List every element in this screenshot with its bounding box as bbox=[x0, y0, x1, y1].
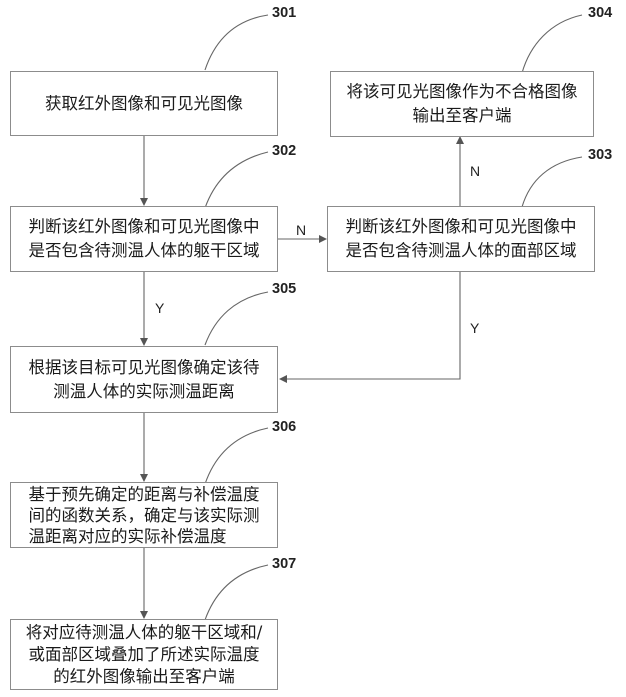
step-number-306: 306 bbox=[272, 419, 297, 435]
step-text-302-line2: 是否包含待测温人体的躯干区域 bbox=[28, 241, 260, 260]
edge-label-y-303-305: Y bbox=[470, 320, 480, 336]
step-box-303: 判断该红外图像和可见光图像中 是否包含待测温人体的面部区域 bbox=[327, 206, 595, 272]
edge-label-n-302-303: N bbox=[296, 222, 307, 238]
step-number-303: 303 bbox=[588, 147, 613, 163]
step-number-302: 302 bbox=[272, 143, 297, 159]
step-box-306: 基于预先确定的距离与补偿温度 间的函数关系，确定与该实际测 温距离对应的实际补偿… bbox=[10, 482, 278, 548]
step-text-307-line3: 的红外图像输出至客户端 bbox=[53, 666, 235, 686]
step-text-303-line2: 是否包含待测温人体的面部区域 bbox=[345, 241, 577, 260]
step-text-307-line2: 或面部区域叠加了所述实际温度 bbox=[28, 644, 260, 664]
leader-306 bbox=[204, 427, 269, 485]
leader-305 bbox=[204, 291, 269, 346]
step-number-305: 305 bbox=[272, 281, 297, 297]
step-number-301: 301 bbox=[272, 5, 297, 21]
edge-label-y-302-305: Y bbox=[155, 300, 165, 316]
step-text-304-line1: 将该可见光图像作为不合格图像 bbox=[346, 82, 578, 101]
step-text-301: 获取红外图像和可见光图像 bbox=[45, 93, 243, 113]
step-box-307: 将对应待测温人体的躯干区域和/ 或面部区域叠加了所述实际温度 的红外图像输出至客… bbox=[10, 619, 278, 690]
step-text-306-line2: 间的函数关系，确定与该实际测 bbox=[28, 505, 260, 525]
step-box-302: 判断该红外图像和可见光图像中 是否包含待测温人体的躯干区域 bbox=[10, 206, 278, 272]
step-text-307-line1: 将对应待测温人体的躯干区域和/ bbox=[25, 622, 263, 642]
step-text-302-line1: 判断该红外图像和可见光图像中 bbox=[28, 217, 260, 236]
leader-302 bbox=[204, 151, 269, 209]
leader-304 bbox=[521, 14, 583, 74]
step-box-304: 将该可见光图像作为不合格图像 输出至客户端 bbox=[330, 71, 594, 137]
arrow-303-305 bbox=[279, 272, 461, 383]
leader-301 bbox=[204, 14, 269, 71]
step-text-305-line2: 测温人体的实际测温距离 bbox=[53, 381, 235, 401]
step-box-301: 获取红外图像和可见光图像 bbox=[10, 71, 278, 136]
step-text-303-line1: 判断该红外图像和可见光图像中 bbox=[345, 217, 577, 236]
leader-307 bbox=[204, 564, 269, 621]
step-number-304: 304 bbox=[588, 5, 613, 21]
step-text-306-line3: 温距离对应的实际补偿温度 bbox=[28, 526, 227, 546]
step-text-305-line1: 根据该目标可见光图像确定该待 bbox=[28, 357, 260, 377]
edge-label-n-303-304: N bbox=[470, 163, 481, 179]
step-text-306-line1: 基于预先确定的距离与补偿温度 bbox=[28, 484, 260, 504]
step-box-305: 根据该目标可见光图像确定该待 测温人体的实际测温距离 bbox=[10, 346, 278, 413]
leader-303 bbox=[521, 156, 583, 208]
step-text-304-line2: 输出至客户端 bbox=[412, 106, 512, 125]
step-number-307: 307 bbox=[272, 556, 297, 572]
